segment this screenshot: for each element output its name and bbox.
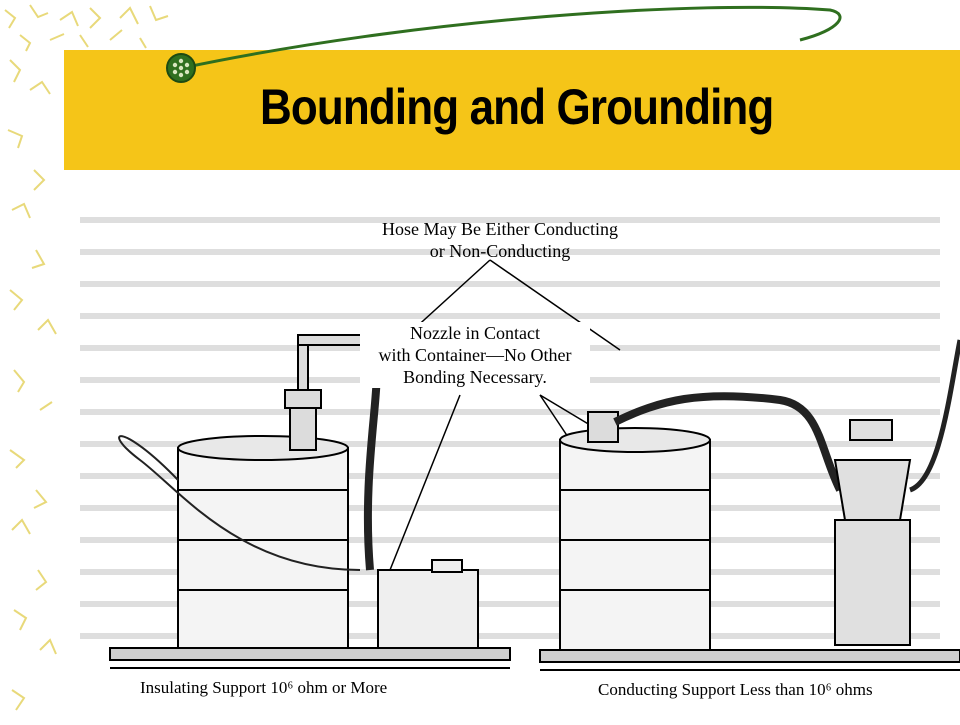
hose-callout-line1: Hose May Be Either Conducting xyxy=(382,219,618,239)
small-container xyxy=(377,559,479,649)
nozzle-callout-line3: Bonding Necessary. xyxy=(403,367,547,387)
right-drum xyxy=(559,427,711,651)
dot-cluster-icon xyxy=(172,58,190,78)
top-decorative-pattern xyxy=(0,0,960,52)
left-decorative-pattern xyxy=(0,0,64,720)
caption-conducting: Conducting Support Less than 10⁶ ohms xyxy=(598,680,873,699)
nozzle-callout-line1: Nozzle in Contact xyxy=(410,323,540,343)
diagram-drawing xyxy=(80,217,960,671)
left-drum xyxy=(177,435,349,649)
conducting-support xyxy=(539,649,960,671)
title-band xyxy=(182,50,960,170)
nozzle-callout: Nozzle in Contact with Container—No Othe… xyxy=(360,322,590,388)
caption-insulating: Insulating Support 10⁶ ohm or More xyxy=(140,678,388,697)
hose-callout-line2: or Non-Conducting xyxy=(429,241,571,261)
top-pattern-icon xyxy=(4,4,169,52)
nozzle-callout-line2: with Container—No Other xyxy=(378,345,572,365)
bonding-diagram: Hose May Be Either Conducting or Non-Con… xyxy=(60,190,960,720)
left-pattern-icon xyxy=(7,59,57,711)
slide-bullet-icon xyxy=(166,53,196,83)
insulating-support xyxy=(109,647,511,669)
slide-title: Bounding and Grounding xyxy=(260,79,774,135)
hose-callout: Hose May Be Either Conducting or Non-Con… xyxy=(365,218,635,262)
decorative-arc xyxy=(181,5,842,70)
right-pump xyxy=(833,419,912,646)
title-band-left xyxy=(64,50,182,170)
drum-pump xyxy=(284,334,374,451)
